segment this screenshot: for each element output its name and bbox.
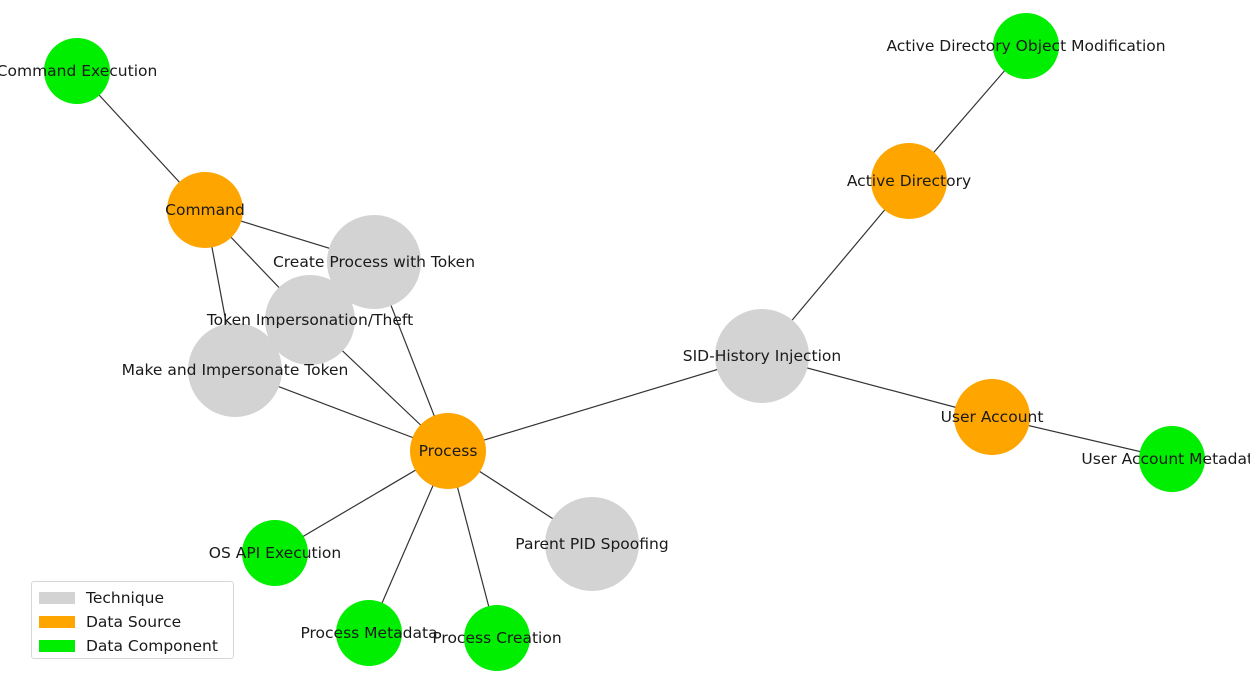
node-user_acct_meta — [1139, 426, 1205, 492]
node-make_imp — [188, 323, 282, 417]
legend-swatch-data-source — [39, 616, 75, 628]
legend: Technique Data Source Data Component — [31, 581, 234, 659]
node-proc_meta — [336, 600, 402, 666]
node-label-ad: Active Directory — [847, 172, 971, 190]
node-process — [410, 413, 486, 489]
legend-item-data-component: Data Component — [39, 634, 233, 658]
node-proc_create — [464, 605, 530, 671]
node-label-cmd_exec: Command Execution — [0, 62, 157, 80]
node-label-sid: SID-History Injection — [683, 347, 841, 365]
legend-item-technique: Technique — [39, 586, 233, 610]
node-label-process: Process — [419, 442, 478, 460]
node-os_api — [242, 520, 308, 586]
legend-swatch-technique — [39, 592, 75, 604]
node-label-os_api: OS API Execution — [209, 544, 341, 562]
node-create_proc_token — [327, 215, 421, 309]
node-label-command: Command — [165, 201, 245, 219]
legend-label: Data Component — [86, 637, 218, 655]
legend-item-data-source: Data Source — [39, 610, 233, 634]
node-ad_obj_mod — [993, 13, 1059, 79]
node-label-proc_create: Process Creation — [432, 629, 561, 647]
node-sid — [715, 309, 809, 403]
node-cmd_exec — [44, 38, 110, 104]
node-label-make_imp: Make and Impersonate Token — [122, 361, 349, 379]
node-user_acct — [954, 379, 1030, 455]
node-label-ppid: Parent PID Spoofing — [515, 535, 668, 553]
node-ad — [871, 143, 947, 219]
edge-process-sid — [447, 355, 763, 452]
node-command — [167, 172, 243, 248]
legend-label: Data Source — [86, 613, 182, 631]
nodes-layer — [44, 13, 1205, 671]
node-ppid — [545, 497, 639, 591]
node-label-create_proc_token: Create Process with Token — [273, 253, 475, 271]
node-label-user_acct_meta: User Account Metadata — [1081, 450, 1250, 468]
node-label-user_acct: User Account — [941, 408, 1044, 426]
node-label-proc_meta: Process Metadata — [300, 624, 437, 642]
legend-label: Technique — [86, 589, 165, 607]
legend-swatch-data-component — [39, 640, 75, 652]
node-label-token_imp: Token Impersonation/Theft — [206, 311, 413, 329]
node-label-ad_obj_mod: Active Directory Object Modification — [886, 37, 1165, 55]
node-token_imp — [265, 275, 355, 365]
